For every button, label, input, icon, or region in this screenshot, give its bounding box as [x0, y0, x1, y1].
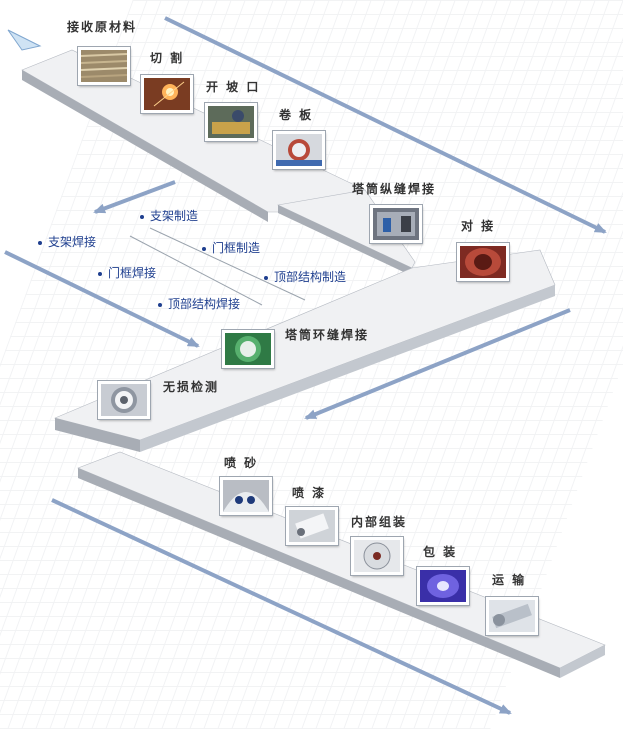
platform-connector	[277, 189, 416, 269]
photo-packaging	[417, 567, 469, 605]
sub-label-bracket-welding: 支架焊接	[38, 235, 96, 249]
direction-arrow	[93, 180, 176, 214]
platform-lower-side	[78, 468, 560, 678]
photo-circumferential-welding	[222, 330, 274, 368]
sub-guide-line	[149, 227, 306, 301]
direction-arrow	[4, 250, 200, 348]
direction-arrow	[51, 498, 512, 715]
photo-painting	[286, 507, 338, 545]
step-label-sandblasting: 喷 砂	[224, 456, 259, 470]
direction-arrow	[304, 308, 571, 420]
sub-label-door-frame-manufacturing: 门框制造	[202, 241, 260, 255]
bullet-icon	[140, 214, 144, 219]
bullet-icon	[264, 275, 268, 280]
step-label-longitudinal-welding: 塔筒纵缝焊接	[352, 182, 437, 196]
platform-middle-side	[55, 418, 140, 452]
platform-upper-side	[22, 70, 268, 222]
photo-transport	[486, 597, 538, 635]
step-label-painting: 喷 漆	[292, 486, 327, 500]
bullet-icon	[98, 271, 102, 276]
sub-label-top-structure-welding: 顶部结构焊接	[158, 297, 240, 311]
step-label-packaging: 包 装	[423, 545, 458, 559]
platform-lower-end	[560, 645, 605, 678]
sub-label-top-structure-manufacturing: 顶部结构制造	[264, 270, 346, 284]
step-label-receive-materials: 接收原材料	[67, 20, 138, 34]
step-label-butt-joint: 对 接	[461, 219, 496, 233]
bullet-icon	[38, 240, 42, 245]
photo-internal-assembly	[351, 537, 403, 575]
bullet-icon	[202, 246, 206, 251]
direction-arrow	[164, 16, 607, 234]
photo-longitudinal-welding	[370, 205, 422, 243]
photo-beveling	[205, 103, 257, 141]
photo-ndt	[98, 381, 150, 419]
photo-rolling	[273, 131, 325, 169]
bullet-icon	[158, 302, 162, 307]
sub-label-door-frame-welding: 门框焊接	[98, 266, 156, 280]
photo-sandblasting	[220, 477, 272, 515]
photo-butt-joint	[457, 243, 509, 281]
sub-label-bracket-manufacturing: 支架制造	[140, 209, 198, 223]
step-label-transport: 运 输	[492, 573, 527, 587]
step-label-rolling: 卷 板	[279, 108, 314, 122]
step-label-cutting: 切 割	[150, 51, 185, 65]
step-label-circumferential-welding: 塔筒环缝焊接	[285, 328, 370, 342]
photo-cutting	[141, 75, 193, 113]
step-label-internal-assembly: 内部组装	[351, 515, 408, 529]
platform-middle-front	[140, 285, 555, 452]
photo-raw-materials	[78, 47, 130, 85]
step-label-ndt: 无损检测	[163, 380, 220, 394]
pointer-arrow-icon	[7, 29, 42, 51]
sub-guide-line	[129, 235, 263, 306]
platform-connector-side	[278, 205, 412, 276]
step-label-beveling: 开 坡 口	[206, 80, 261, 94]
